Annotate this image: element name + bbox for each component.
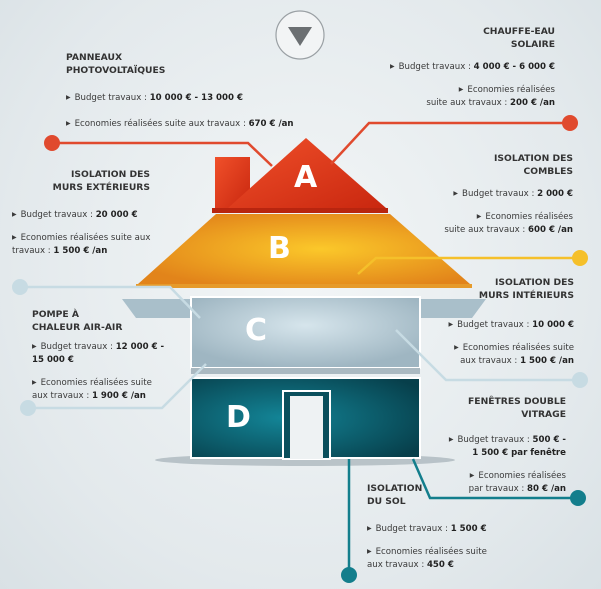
connector-murs-ext [20,285,201,319]
sol-budget: Budget travaux : 1 500 € [367,522,547,536]
dot-pompe [20,400,36,416]
fenetres-budget: Budget travaux : 500 € -1 500 € par fenê… [366,433,566,460]
dot-chauffe-eau [562,115,578,131]
dot-combles [572,250,588,266]
dot-fenetres [570,490,586,506]
combles-budget: Budget travaux : 2 000 € [373,187,573,201]
level-a-label: A [294,160,318,195]
chauffe-eau-budget: Budget travaux : 4 000 € - 6 000 € [335,60,555,74]
level-b-label: B [268,231,291,266]
connector-combles [357,256,580,275]
level-c-walls [122,296,486,374]
panneaux-economies: Economies réalisées suite aux travaux : … [66,117,306,131]
connector-chauffe-eau [330,121,570,165]
level-c-label: C [245,313,268,348]
level-d-ground [155,377,455,466]
dot-murs-int [572,372,588,388]
level-d-label: D [226,400,251,435]
pompe-budget: Budget travaux : 12 000 € -15 000 € [32,340,182,367]
murs-int-budget: Budget travaux : 10 000 € [374,318,574,332]
level-a-roof [212,138,388,213]
dot-sol [341,567,357,583]
connector-pompe [28,363,207,410]
panneaux-budget: Budget travaux : 10 000 € - 13 000 € [66,91,306,105]
connector-murs-int [395,329,580,382]
chevron-down-icon [288,27,312,46]
murs-ext-budget: Budget travaux : 20 000 € [12,208,202,222]
level-b-attic [136,214,472,288]
connector-fenetres [411,458,578,500]
connector-panneaux [52,141,273,167]
dot-panneaux [44,135,60,151]
scroll-down-button[interactable] [275,10,325,60]
dot-murs-ext [12,279,28,295]
